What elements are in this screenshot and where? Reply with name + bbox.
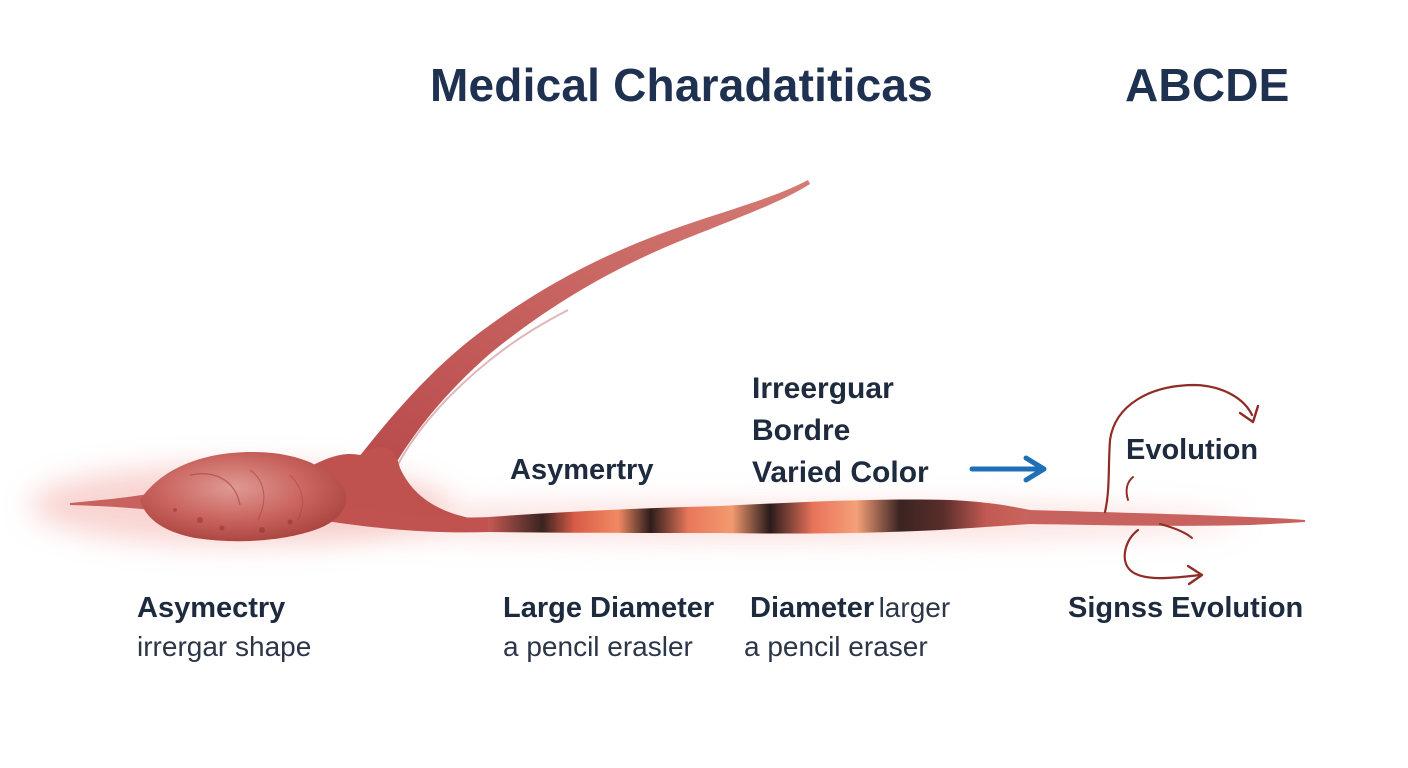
irregular-line-1: Irreerguar — [752, 372, 894, 405]
label-signs-evolution: Signss Evolution — [1068, 592, 1303, 625]
label-asymectry: Asymectry irrergar shape — [137, 592, 311, 663]
label-large-diameter-subtitle: a pencil erasler — [503, 631, 693, 662]
varied-color-label: Varied Color — [752, 456, 929, 489]
irregular-border-label: Irreerguar Bordre Varied Color — [752, 368, 929, 494]
right-taper — [1028, 510, 1305, 526]
label-large-diameter-title: Large Diameter — [503, 592, 715, 624]
upper-branch — [352, 180, 810, 470]
irregular-line-2: Bordre — [752, 414, 851, 447]
left-tail — [70, 494, 150, 510]
acronym-title: ABCDE — [1125, 59, 1290, 111]
bulb-lesion — [140, 452, 347, 542]
evolution-arrow-up — [1103, 383, 1260, 514]
evolution-label: Evolution — [1126, 434, 1259, 466]
label-large-diameter: Large Diameter a pencil erasler — [503, 592, 714, 663]
banded-segment — [488, 499, 1030, 534]
label-diameter-suffix: larger — [878, 592, 951, 623]
label-diameter: Diameter larger a pencil eraser — [744, 592, 951, 663]
blue-arrow — [969, 455, 1047, 483]
asymmetry-label: Asymertry — [510, 454, 654, 486]
label-asymectry-title: Asymectry — [137, 592, 286, 624]
main-vessel — [320, 505, 490, 533]
evolution-arrow-down — [1123, 523, 1204, 586]
label-signs-evolution-title: Signss Evolution — [1068, 592, 1304, 624]
label-diameter-subtitle: a pencil eraser — [744, 631, 928, 662]
label-asymectry-subtitle: irrergar shape — [137, 631, 312, 662]
label-diameter-title: Diameter — [750, 592, 875, 624]
junction — [300, 446, 470, 531]
page-title: Medical Charadatiticas — [430, 59, 933, 111]
